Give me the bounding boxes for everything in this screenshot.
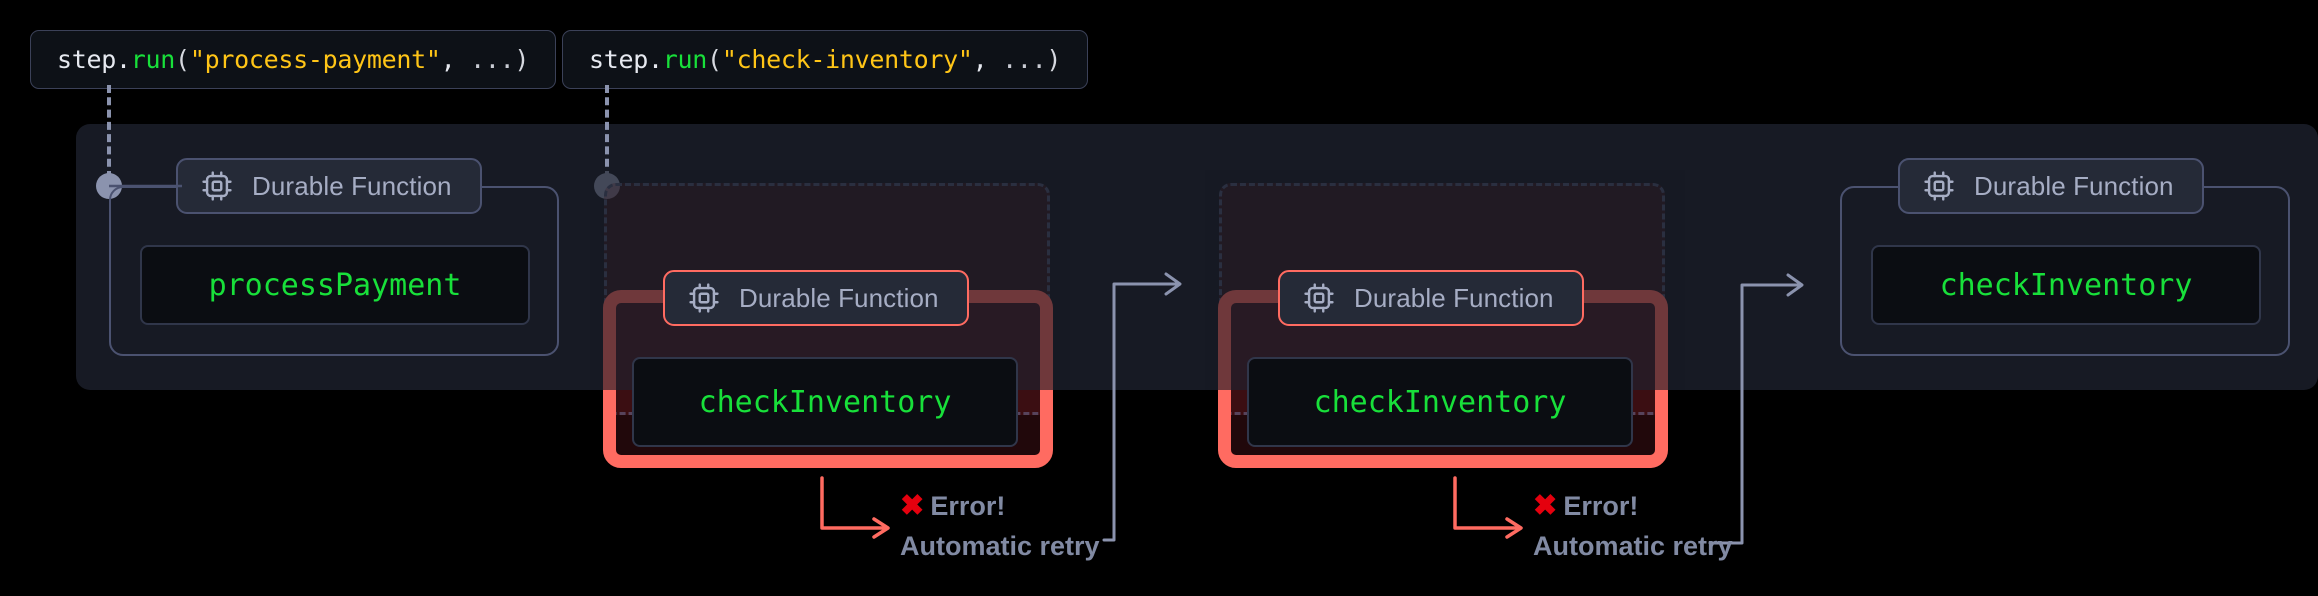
error-x-icon: ✖ <box>900 490 925 522</box>
step-check-inventory-success-badge-label: Durable Function <box>1974 170 2174 201</box>
cpu-chip-icon <box>200 169 234 203</box>
step-process-payment-fnbox[interactable]: processPayment <box>140 245 530 325</box>
error-note-1-title: Error! <box>930 491 1006 521</box>
error-note-1-title-row: ✖ Error! <box>900 492 1100 521</box>
step-check-inventory-success-badge[interactable]: Durable Function <box>1898 158 2204 214</box>
callout-2-object: step <box>589 45 649 74</box>
error-note-1-subtitle: Automatic retry <box>900 531 1100 561</box>
error-note-2-subtitle: Automatic retry <box>1533 531 1733 561</box>
callout-process-payment: step.run("process-payment", ...) <box>30 30 557 89</box>
callout-1-dot: . <box>116 45 131 74</box>
cpu-chip-icon <box>1922 169 1956 203</box>
callout-2-leader-line <box>605 85 609 179</box>
error-note-2-title: Error! <box>1563 491 1639 521</box>
callout-1-leader-line <box>107 85 111 179</box>
error-x-icon: ✖ <box>1533 490 1558 522</box>
callout-2-close-paren: ) <box>1046 45 1062 74</box>
callout-1-object: step <box>57 45 117 74</box>
step-attempt-2-fnname: checkInventory <box>1313 384 1567 420</box>
callout-1-method: run <box>130 45 176 74</box>
error-note-2-title-row: ✖ Error! <box>1533 492 1733 521</box>
callout-2-dot: . <box>648 45 663 74</box>
callout-1-comma: , <box>440 45 456 74</box>
step-check-inventory-success-fnbox[interactable]: checkInventory <box>1871 245 2261 325</box>
callout-1-close-paren: ) <box>514 45 530 74</box>
callout-1-open-paren: ( <box>175 45 190 74</box>
callout-1-arg: "process-payment" <box>189 45 441 74</box>
error-note-1: ✖ Error! Automatic retry <box>900 492 1100 560</box>
callout-2-open-paren: ( <box>707 45 722 74</box>
callout-2-method: run <box>662 45 708 74</box>
error-note-2: ✖ Error! Automatic retry <box>1533 492 1733 560</box>
callout-2-arg: "check-inventory" <box>721 45 973 74</box>
step-process-payment-badge-label: Durable Function <box>252 170 452 201</box>
callout-1-rest: ... <box>470 45 515 74</box>
step-process-payment-badge[interactable]: Durable Function <box>176 158 482 214</box>
step-check-inventory-success-fnname: checkInventory <box>1939 267 2193 303</box>
callout-2-comma: , <box>972 45 988 74</box>
callout-2-rest: ... <box>1002 45 1047 74</box>
step-process-payment-fnname: processPayment <box>208 267 462 303</box>
callout-check-inventory: step.run("check-inventory", ...) <box>562 30 1089 89</box>
step-attempt-1-fnname: checkInventory <box>698 384 952 420</box>
